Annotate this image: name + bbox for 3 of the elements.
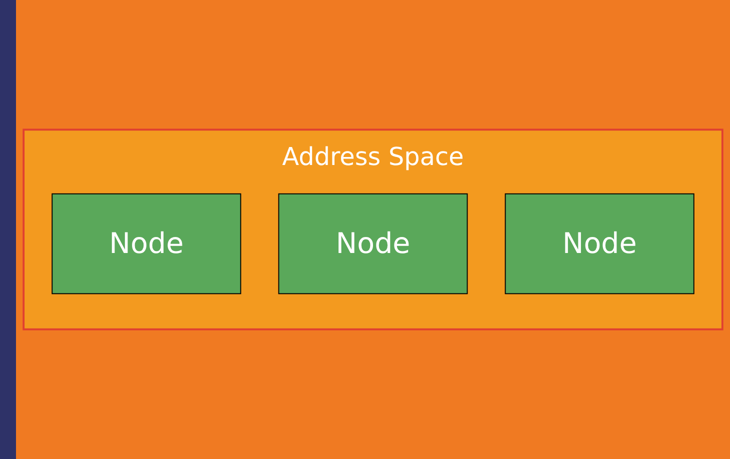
node-box: Node [504, 193, 694, 294]
node-box: Node [52, 193, 242, 294]
node-box: Node [278, 193, 468, 294]
